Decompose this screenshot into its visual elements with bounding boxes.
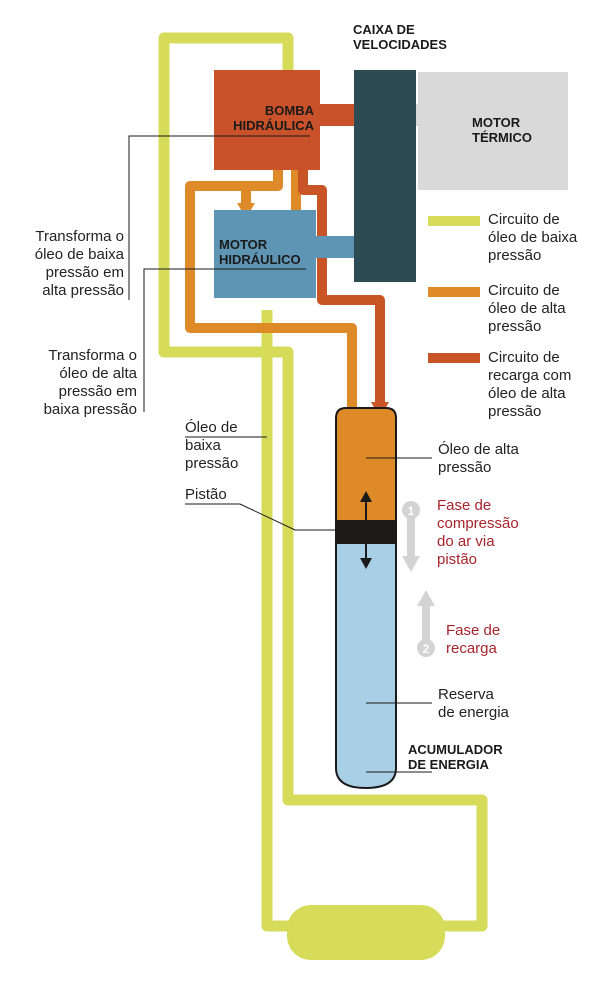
hydraulic-pump-box — [214, 70, 320, 170]
pump-shaft — [318, 104, 356, 126]
phase-1-number: 1 — [408, 504, 415, 518]
leader-motor — [143, 268, 306, 412]
accumulator-oil — [336, 408, 396, 520]
hydraulic-motor-label: MOTOR HIDRÁULICO — [219, 237, 301, 267]
legend-swatch-low — [428, 216, 480, 226]
high-pressure-loop — [185, 170, 357, 408]
piston-arrow-down-icon — [360, 558, 372, 569]
gearbox-box — [354, 70, 416, 282]
leader-piston — [185, 503, 366, 531]
legend-label-recharge: Circuito de recarga com óleo de alta pre… — [488, 349, 572, 420]
hydraulic-motor-box — [214, 210, 316, 298]
piston-arrow-up-icon — [360, 491, 372, 502]
phase-1-icon: 1 — [402, 501, 420, 572]
pump-description: Transforma o óleo de baixa pressão em al… — [34, 228, 124, 299]
phase-1-label: Fase de compressão do ar via pistão — [437, 497, 519, 568]
phase-2-label: Fase de recarga — [446, 622, 501, 657]
piston-label: Pistão — [185, 486, 227, 503]
thermal-motor-label: MOTOR TÉRMICO — [472, 115, 532, 145]
reservoir-tank — [287, 905, 445, 960]
thermal-motor-box — [418, 72, 568, 190]
accumulator-reserve — [336, 544, 396, 788]
phase-2-icon: 2 — [417, 590, 435, 657]
legend-label-high: Circuito de óleo de alta pressão — [488, 282, 566, 335]
legend-swatch-recharge — [428, 353, 480, 363]
motor-shaft — [314, 236, 356, 258]
pump-label: BOMBA HIDRÁULICA — [233, 103, 314, 133]
low-pressure-return — [261, 310, 292, 932]
accumulator-outline — [335, 407, 397, 790]
accumulator-label: ACUMULADOR DE ENERGIA — [408, 742, 503, 772]
legend-label-low: Circuito de óleo de baixa pressão — [488, 211, 578, 264]
motor-description: Transforma o óleo de alta pressão em bai… — [43, 347, 137, 418]
phase-2-number: 2 — [423, 642, 430, 656]
high-oil-label: Óleo de alta pressão — [438, 441, 519, 476]
low-oil-label: Óleo de baixa pressão — [185, 419, 239, 472]
leader-pump — [128, 135, 310, 300]
reserve-label: Reserva de energia — [438, 686, 509, 721]
gearbox-label: CAIXA DE VELOCIDADES — [353, 22, 447, 52]
legend-swatch-high — [428, 287, 480, 297]
low-pressure-loop-top — [158, 32, 488, 932]
